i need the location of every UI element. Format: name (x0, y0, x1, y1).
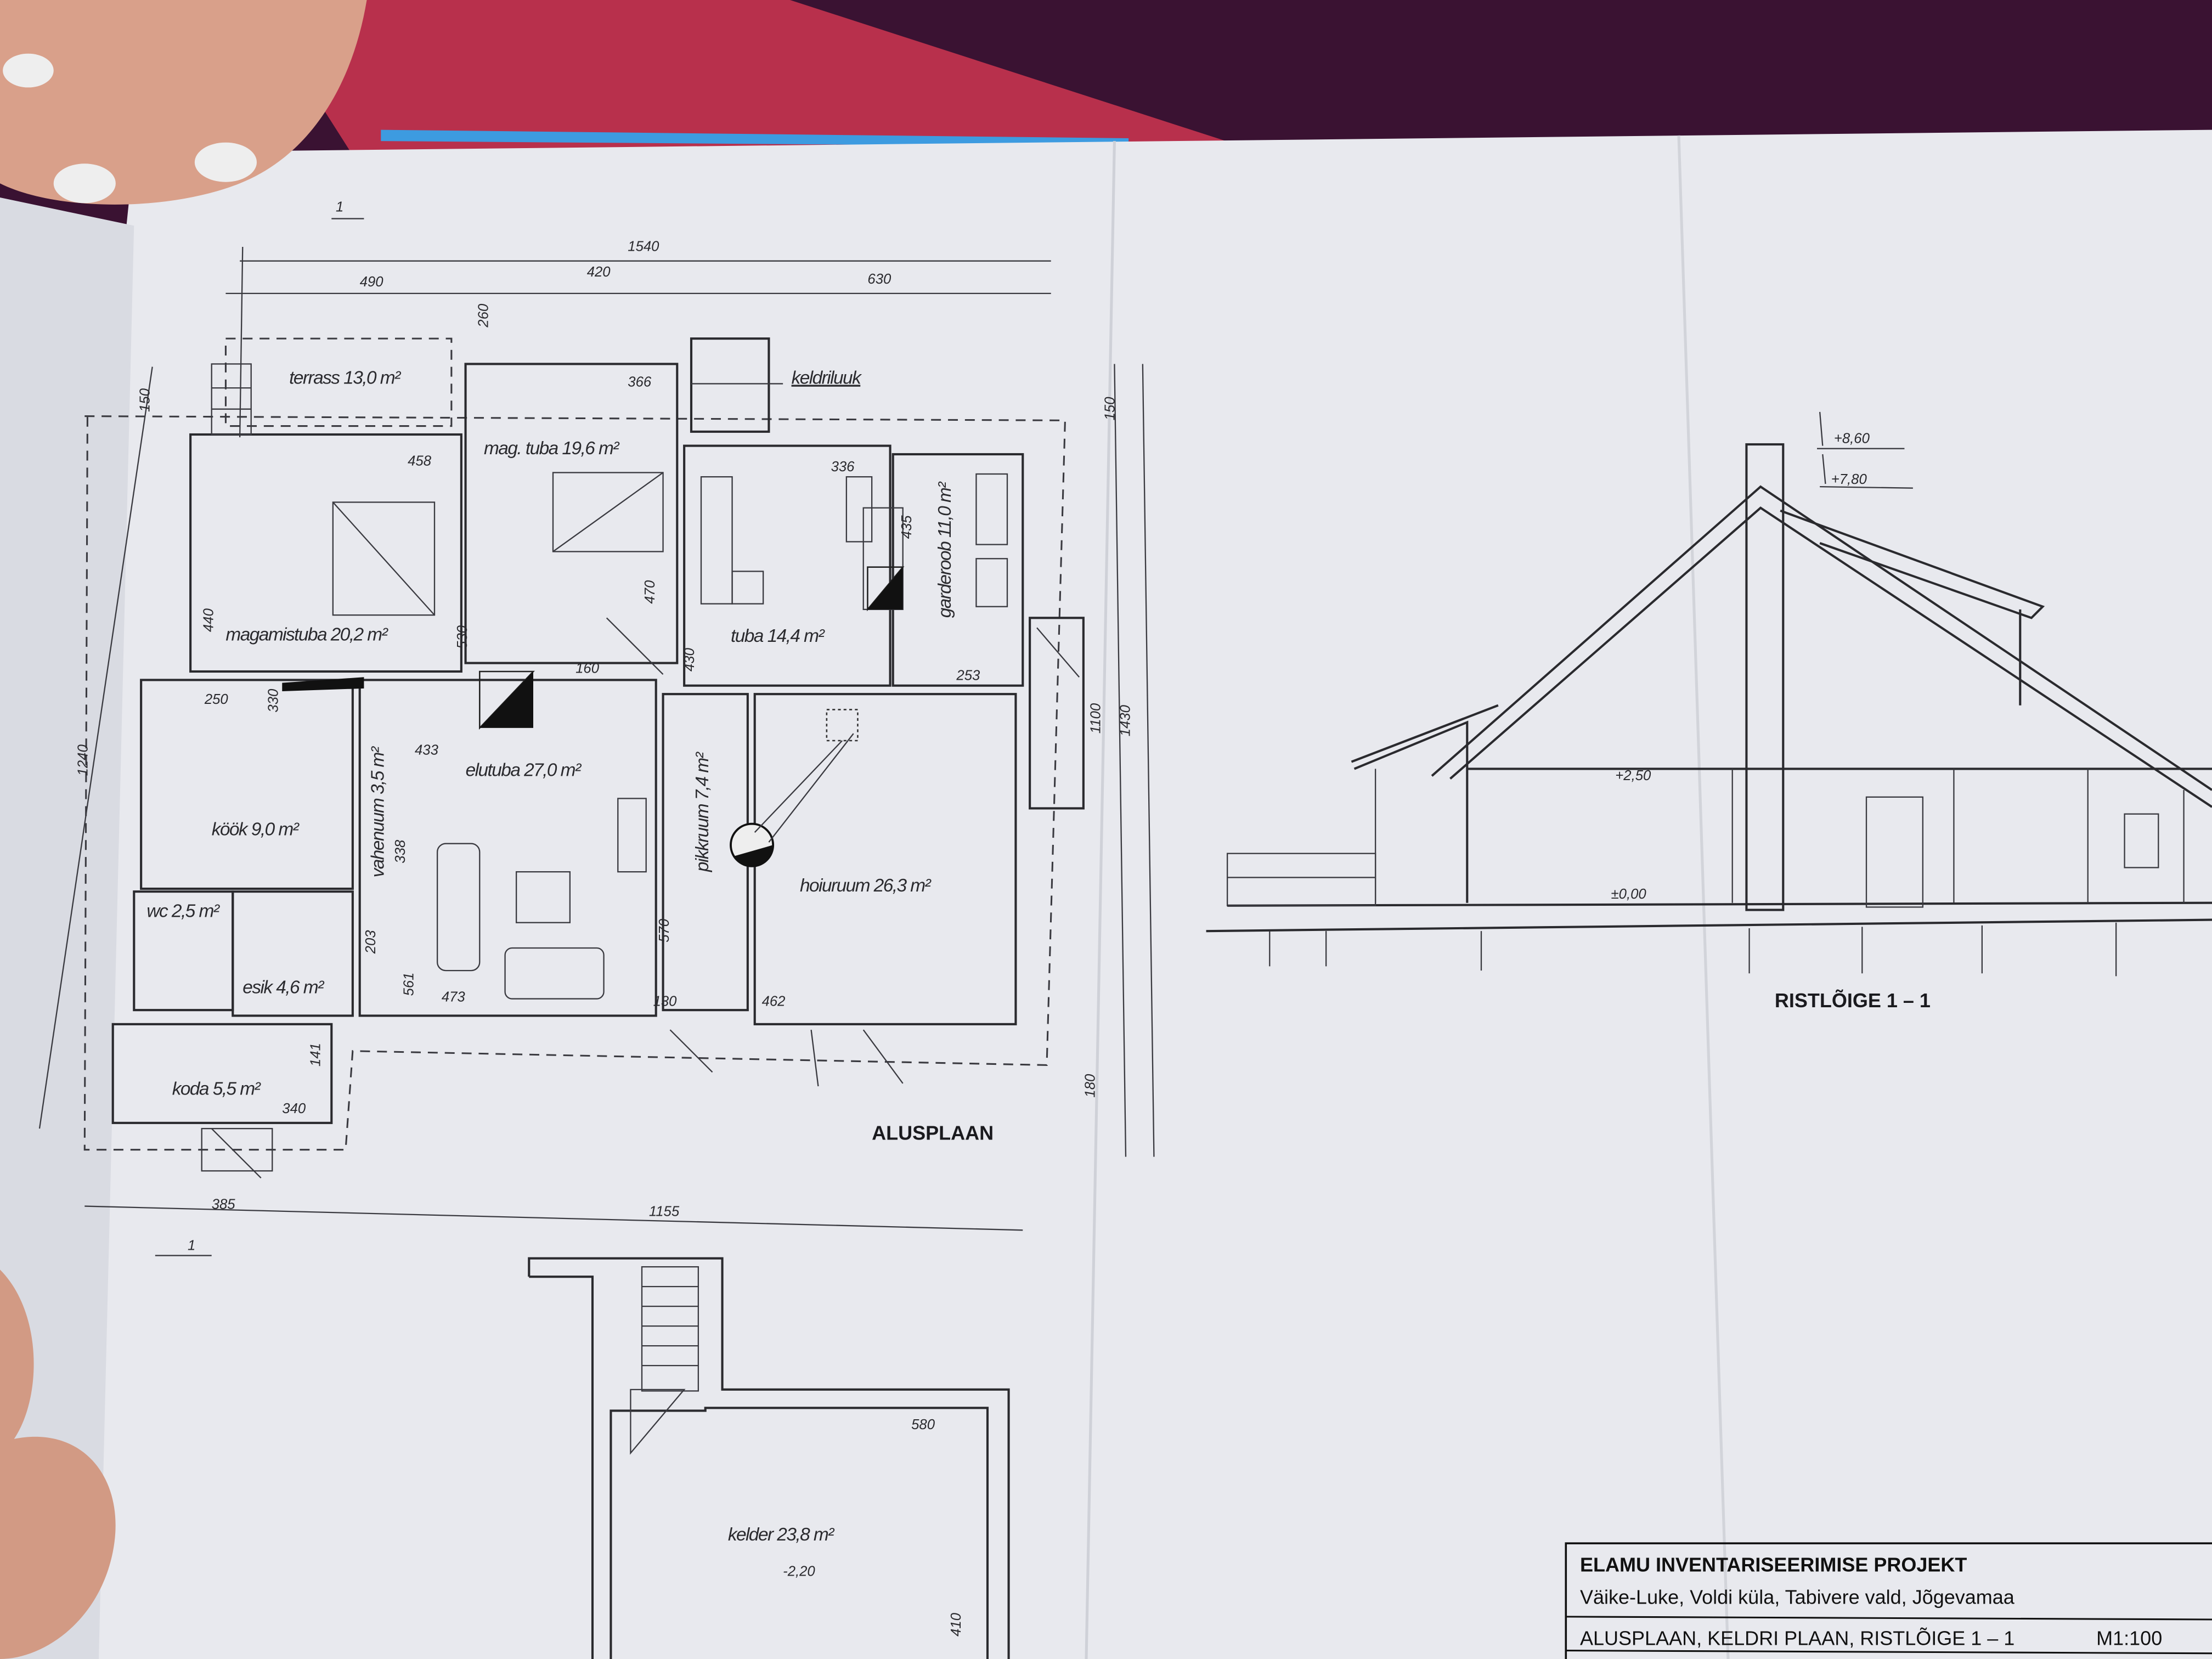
room-kook (140, 679, 354, 890)
dimension-label: 336 (831, 459, 855, 475)
fingernail (53, 163, 116, 204)
room-label-terrass: terrass 13,0 m² (289, 368, 402, 388)
dimension-label: 473 (442, 990, 466, 1005)
room-label-mag-tuba: mag. tuba 19,6 m² (484, 438, 620, 459)
dimension-label: 1430 (1118, 704, 1133, 736)
dimension-label: 385 (212, 1197, 236, 1212)
room-magamistuba (189, 433, 462, 673)
project-title: ELAMU INVENTARISEERIMISE PROJEKT (1580, 1554, 1967, 1576)
room-label-hoiuruum: hoiuruum 26,3 m² (800, 876, 932, 896)
room-mag-tuba (464, 363, 679, 664)
room-label-wc: wc 2,5 m² (146, 901, 220, 921)
dimension-label: 366 (628, 375, 652, 390)
section-marker: 1 (336, 200, 343, 215)
room-label-tuba: tuba 14,4 m² (731, 626, 825, 646)
room-keldriluuk (690, 337, 770, 433)
drawing-scale: M1:100 (2096, 1627, 2162, 1649)
level-label: +7,80 (1831, 472, 1867, 487)
dimension-label: 570 (657, 918, 672, 943)
dimension-label: 440 (201, 608, 216, 632)
dimension-label: 490 (360, 274, 384, 290)
dimension-label: 253 (956, 668, 980, 683)
dimension-label: 160 (575, 661, 600, 676)
room-tuba (683, 444, 891, 687)
dimension-label: 458 (408, 454, 432, 469)
dimension-label: 130 (653, 994, 678, 1009)
dimension-label: 630 (867, 272, 891, 287)
dimension-label: 150 (1102, 397, 1118, 421)
paper-fold (1677, 135, 1730, 1659)
dimension-label: 530 (455, 625, 470, 649)
dimension-label: 561 (401, 973, 416, 996)
dimension-label: 433 (415, 743, 439, 758)
dimension-label: 260 (476, 303, 492, 328)
dimension-label: 435 (899, 515, 915, 539)
dimension-label: 330 (266, 689, 281, 713)
dimension-label: 250 (204, 692, 229, 707)
dimension-label: 470 (642, 580, 658, 604)
dimension-label: 338 (393, 839, 408, 864)
fingernail (3, 53, 54, 88)
red-mat (253, 0, 1270, 155)
hand-bottom-left (0, 1269, 116, 1659)
dimension-label: 430 (682, 647, 697, 672)
dimension-label: 340 (282, 1101, 306, 1116)
paper-fold (1085, 141, 1116, 1659)
dimension-label: 1100 (1088, 703, 1104, 733)
room-garderoob (891, 453, 1024, 687)
room-label-garderoob: garderoob 11,0 m² (935, 481, 955, 618)
room-esik (232, 890, 354, 1017)
level-label: +8,60 (1834, 431, 1870, 446)
cellar-plan (528, 1257, 1010, 1659)
room-elutuba (358, 679, 657, 1017)
dimension-label: 141 (308, 1043, 324, 1066)
dimension-label: 580 (911, 1417, 935, 1432)
dimension-label: 1155 (649, 1204, 680, 1220)
level-label: ±0,00 (1611, 887, 1647, 902)
room-koda (111, 1023, 333, 1124)
hand-top (0, 0, 367, 205)
project-address: Väike-Luke, Voldi küla, Tabivere vald, J… (1580, 1586, 2015, 1609)
room-label-esik: esik 4,6 m² (242, 977, 325, 997)
dimension-label: 180 (1082, 1074, 1098, 1098)
dimension-label: 150 (138, 388, 153, 412)
room-label-koda: koda 5,5 m² (172, 1079, 262, 1099)
fingernail (194, 142, 257, 182)
section-title: RISTLÕIGE 1 – 1 (1775, 989, 1931, 1012)
cellar-level: -2,20 (783, 1564, 815, 1579)
cellar-room-label: kelder 23,8 m² (728, 1525, 835, 1545)
dimension-label: 420 (587, 264, 611, 280)
room-label-vahenuum: vahenuum 3,5 m² (368, 746, 388, 877)
sheet-contents: ALUSPLAAN, KELDRI PLAAN, RISTLÕIGE 1 – 1 (1580, 1627, 2015, 1649)
room-label-elutuba: elutuba 27,0 m² (466, 760, 582, 780)
dimension-label: 203 (363, 930, 379, 955)
dimension-label: 410 (949, 1612, 964, 1637)
room-label-magamistuba: magamistuba 20,2 m² (225, 624, 388, 645)
paper-sheet (56, 129, 2212, 1659)
room-label-pikkruum: pikkruum 7,4 m² (692, 751, 713, 872)
cross-section-drawing (1206, 411, 2212, 977)
room-label-keldriluuk: keldriluuk (792, 368, 863, 388)
level-label: +2,50 (1615, 768, 1651, 783)
plan-title: ALUSPLAAN (872, 1122, 994, 1144)
blue-tape (381, 129, 1129, 147)
section-marker: 1 (188, 1238, 195, 1253)
floor-plan (38, 218, 1155, 1256)
paper-curl (0, 198, 134, 1659)
dimension-label: 462 (762, 994, 786, 1009)
title-block (1565, 1542, 2212, 1659)
dimension-label: 1540 (628, 239, 659, 255)
room-label-kook: köök 9,0 m² (212, 819, 300, 839)
dimension-label: 1240 (75, 744, 91, 776)
